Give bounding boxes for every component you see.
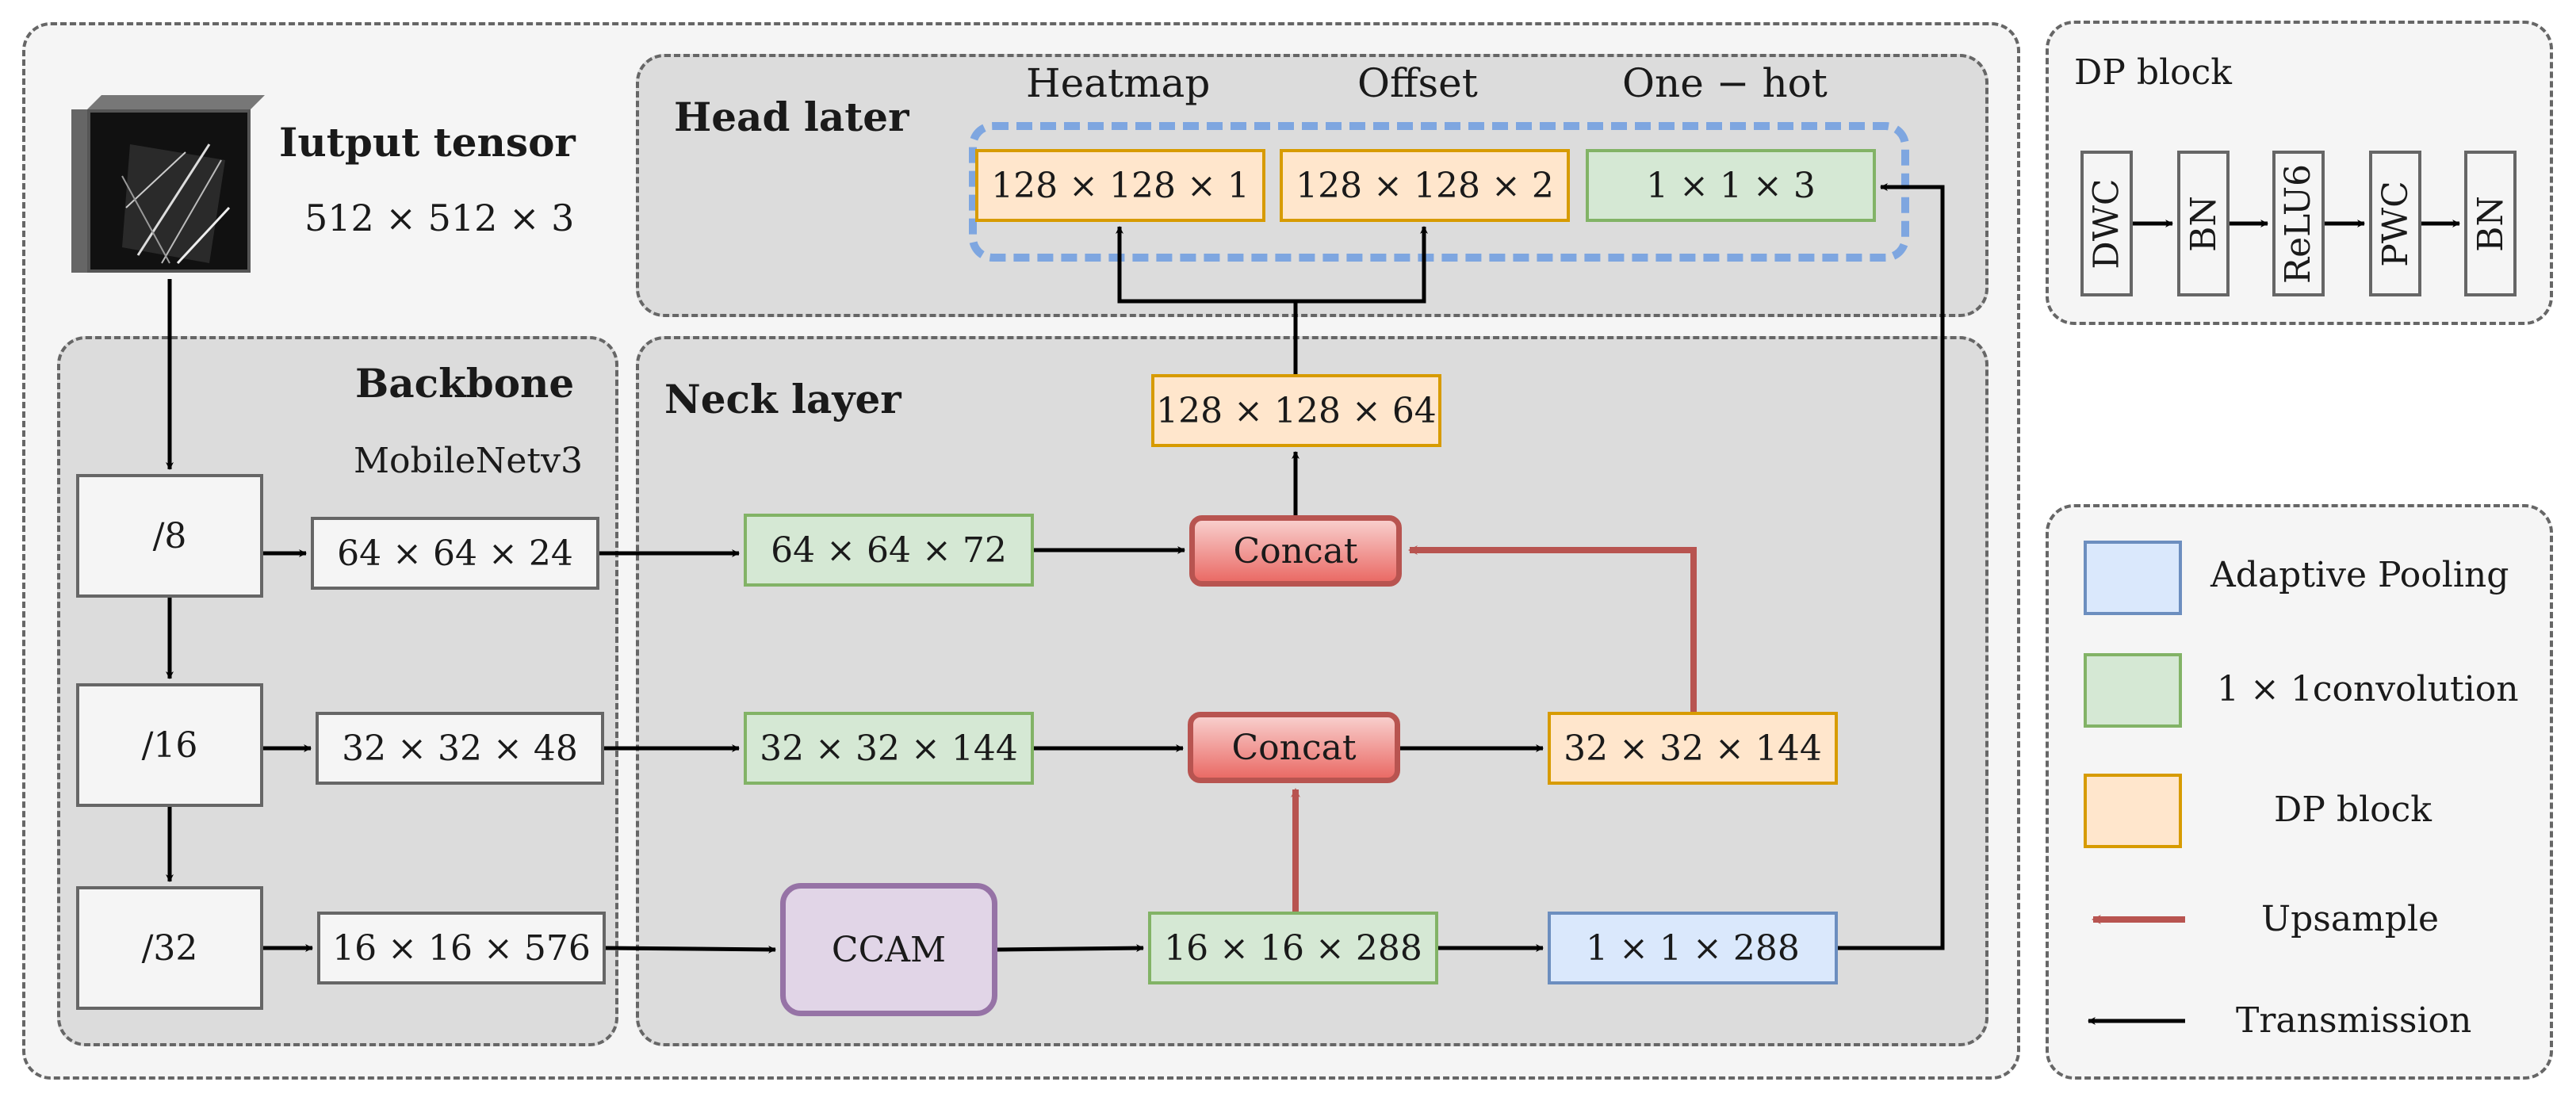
- dp-block-title: DP block: [2074, 52, 2232, 93]
- dp-step-bn-2: BN: [2464, 151, 2517, 296]
- arrow-dp64-to-heads: [1116, 226, 1298, 374]
- backbone-title: Backbone: [355, 360, 575, 407]
- dp-step-pwc: PWC: [2369, 151, 2421, 296]
- backbone-stage-8: /8: [76, 474, 263, 598]
- feature-map-32: 16 × 16 × 576: [317, 912, 606, 984]
- legend-swatch-green: [2084, 653, 2182, 728]
- concat-middle: Concat: [1188, 712, 1400, 783]
- head-label-offset: Offset: [1357, 60, 1478, 106]
- neck-conv-72: 64 × 64 × 72: [744, 514, 1034, 587]
- backbone-stage-32: /32: [76, 886, 263, 1010]
- dp-block-144: 32 × 32 × 144: [1548, 712, 1838, 785]
- head-output-group: [969, 122, 1909, 262]
- legend-label-transmission: Transmission: [2236, 1000, 2472, 1041]
- feature-map-16: 32 × 32 × 48: [316, 712, 604, 785]
- backbone-stage-16: /16: [76, 683, 263, 807]
- neck-title: Neck layer: [664, 376, 901, 422]
- backbone-subtitle: MobileNetv3: [354, 441, 583, 481]
- input-tensor-image: [71, 95, 265, 276]
- ccam-module: CCAM: [780, 883, 997, 1016]
- legend-label-dp: DP block: [2274, 789, 2432, 830]
- feature-map-8: 64 × 64 × 24: [311, 517, 599, 590]
- adaptive-pooling-288: 1 × 1 × 288: [1548, 912, 1838, 984]
- input-title: Iutput tensor: [279, 119, 576, 166]
- dp-step-bn: BN: [2177, 151, 2230, 296]
- dp-step-relu6: ReLU6: [2272, 151, 2325, 296]
- input-size: 512 × 512 × 3: [304, 197, 575, 239]
- dp-step-dwc: DWC: [2080, 151, 2133, 296]
- upsample-arrow-to-concat-top: [1408, 545, 1697, 712]
- legend-swatch-orange: [2084, 774, 2182, 848]
- legend-swatch-blue: [2084, 541, 2182, 615]
- head-label-onehot: One − hot: [1622, 60, 1828, 106]
- legend-label-upsample: Upsample: [2261, 899, 2440, 939]
- arrow-feature32-to-ccam: [605, 945, 776, 954]
- onehot-output: 1 × 1 × 3: [1586, 149, 1876, 222]
- head-label-heatmap: Heatmap: [1026, 60, 1211, 106]
- dp-block-64: 128 × 128 × 64: [1151, 374, 1441, 447]
- arrow-dp64-to-offset: [1296, 226, 1428, 304]
- legend-label-conv: 1 × 1convolution: [2217, 669, 2519, 709]
- legend-label-pooling: Adaptive Pooling: [2210, 555, 2509, 595]
- arrow-pool-to-onehot: [1838, 183, 1945, 950]
- offset-output: 128 × 128 × 2: [1280, 149, 1570, 222]
- arrow-ccam-to-conv288: [997, 944, 1144, 953]
- neck-conv-288: 16 × 16 × 288: [1148, 912, 1438, 984]
- head-title: Head later: [674, 94, 909, 140]
- neck-conv-144: 32 × 32 × 144: [744, 712, 1034, 785]
- heatmap-output: 128 × 128 × 1: [975, 149, 1265, 222]
- concat-top: Concat: [1189, 515, 1402, 587]
